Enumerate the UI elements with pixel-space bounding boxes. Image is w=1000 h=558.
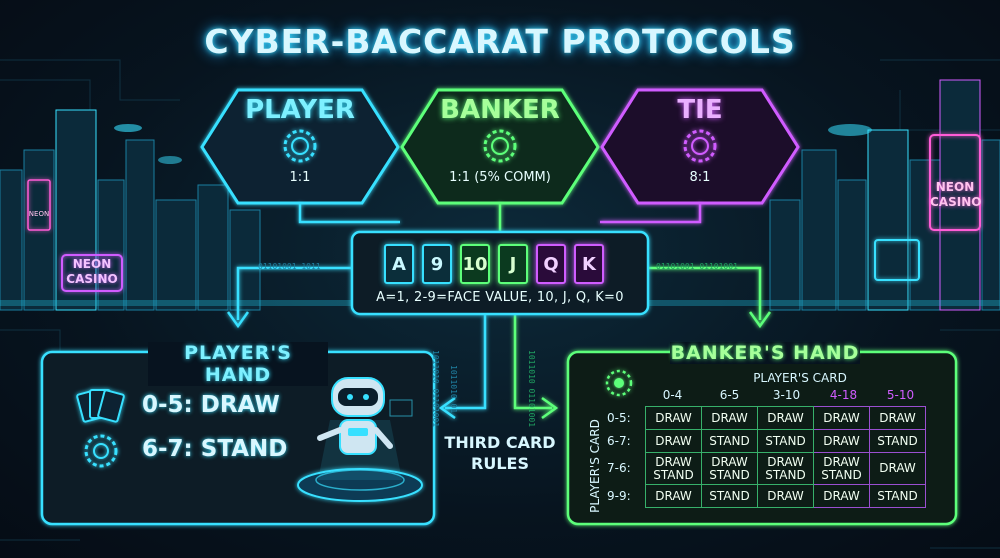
- left-neon-sign: NEON CASINO: [66, 257, 118, 286]
- table-cell: STAND: [701, 484, 758, 508]
- chip-icon: [84, 434, 118, 468]
- banker-column-header: 4-18: [829, 388, 858, 402]
- table-cell: DRAW STAND: [645, 452, 702, 485]
- table-cell: DRAW: [813, 484, 870, 508]
- card-values-text: A=1, 2-9=FACE VALUE, 10, J, Q, K=0: [376, 290, 624, 305]
- player-hand-title: PLAYER'S HAND: [148, 342, 328, 386]
- table-cell: STAND: [701, 429, 758, 453]
- binary-text: 1011010 01101001: [431, 350, 440, 428]
- chip-icon: [683, 129, 717, 163]
- table-cell: DRAW: [869, 406, 926, 430]
- playing-card: K: [574, 244, 604, 284]
- playing-card: A: [384, 244, 414, 284]
- left-building-sign: NEON: [28, 210, 50, 218]
- table-cell: STAND: [869, 429, 926, 453]
- table-cell: DRAW: [701, 406, 758, 430]
- banker-hex: [400, 88, 600, 205]
- player-rule-stand: 6-7: STAND: [142, 436, 288, 462]
- table-cell: DRAW: [757, 406, 814, 430]
- binary-text: 01101001 1011: [258, 262, 321, 271]
- table-cell: DRAW STAND: [701, 452, 758, 485]
- banker-column-header: 6-5: [719, 388, 740, 402]
- player-bet-odds: 1:1: [289, 170, 311, 185]
- row-header: 6-7:: [607, 433, 631, 448]
- third-card-rules-label: THIRD CARD RULES: [444, 433, 556, 473]
- tie-bet-odds: 8:1: [689, 170, 711, 185]
- page-title: CYBER-BACCARAT PROTOCOLS: [204, 22, 796, 61]
- banker-column-header: 0-4: [662, 388, 683, 402]
- banker-bet-odds: 1:1 (5% COMM): [449, 170, 551, 185]
- chip-icon: [283, 129, 317, 163]
- table-cell: DRAW STAND: [813, 452, 870, 485]
- playing-card: J: [498, 244, 528, 284]
- playing-card: Q: [536, 244, 566, 284]
- banker-row-axis-label: PLAYER'S CARD: [588, 419, 602, 513]
- row-header: 7-6:: [607, 461, 631, 475]
- table-cell: DRAW: [869, 452, 926, 485]
- binary-text: 1011010 01101001: [527, 350, 536, 428]
- skyline-right: [769, 79, 1000, 311]
- banker-col-axis-label: PLAYER'S CARD: [753, 371, 847, 385]
- table-cell: DRAW: [645, 406, 702, 430]
- robot-illustration: [297, 377, 423, 502]
- playing-card: 9: [422, 244, 452, 284]
- banker-bet-label: BANKER: [440, 95, 560, 125]
- table-cell: DRAW: [757, 484, 814, 508]
- cards-icon: [76, 389, 125, 423]
- banker-column-header: 5-10: [886, 388, 915, 402]
- tie-bet-label: TIE: [677, 95, 723, 125]
- table-cell: DRAW: [813, 406, 870, 430]
- chip-icon: [483, 129, 517, 163]
- banker-hand-title: BANKER'S HAND: [670, 342, 860, 364]
- table-cell: DRAW: [645, 484, 702, 508]
- binary-text: 1011010 01: [449, 365, 458, 414]
- table-cell: DRAW: [645, 429, 702, 453]
- row-header: 0-5:: [607, 410, 631, 425]
- player-hex: [200, 88, 400, 205]
- row-header: 9-9:: [607, 488, 631, 503]
- player-bet-label: PLAYER: [245, 95, 355, 125]
- right-neon-sign: NEON CASINO: [930, 180, 982, 209]
- table-cell: DRAW STAND: [757, 452, 814, 485]
- table-cell: STAND: [757, 429, 814, 453]
- table-cell: DRAW: [813, 429, 870, 453]
- spade-chip-icon: [605, 369, 633, 397]
- table-cell: STAND: [869, 484, 926, 508]
- binary-text: 01101001 01101001: [656, 262, 738, 271]
- tie-hex: [600, 88, 800, 205]
- playing-card: 10: [460, 244, 490, 284]
- player-rule-draw: 0-5: DRAW: [142, 392, 280, 418]
- banker-column-header: 3-10: [772, 388, 801, 402]
